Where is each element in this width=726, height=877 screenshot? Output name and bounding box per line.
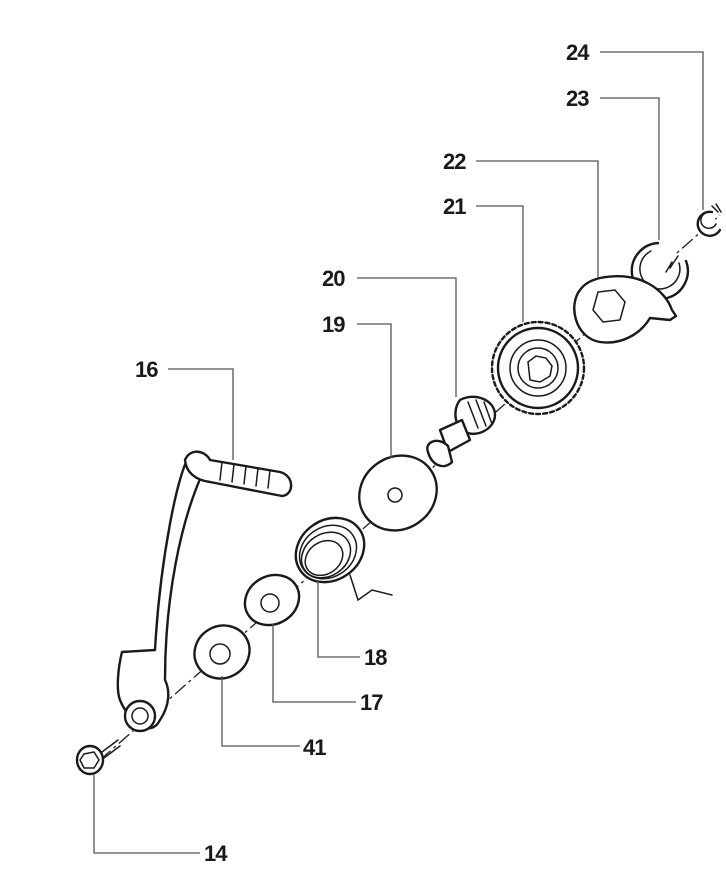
leader-22 [476,160,599,278]
leader-23 [600,97,660,240]
leader-18 [317,580,360,658]
callout-20: 20 [322,266,345,291]
part-41-oil-seal[interactable] [185,615,259,688]
leader-19 [357,323,392,458]
callout-22: 22 [443,149,466,174]
part-24-circlip[interactable] [696,203,722,237]
leader-17 [272,624,356,703]
leader-21 [476,205,524,322]
part-16-kick-lever[interactable] [116,450,293,733]
callout-19: 19 [322,312,345,337]
part-21-kick-gear[interactable] [490,320,586,416]
leader-41 [221,676,300,747]
callout-14: 14 [204,841,228,866]
callout-23: 23 [566,86,589,111]
part-14-bolt[interactable] [75,739,121,776]
callout-16: 16 [135,357,158,382]
part-18-return-spring[interactable] [283,505,393,602]
leader-16 [168,368,234,460]
callout-41: 41 [303,735,326,760]
leader-14 [93,775,200,854]
callout-17: 17 [360,690,383,715]
leader-20 [357,277,457,397]
part-19-washer[interactable] [345,441,452,546]
callout-18: 18 [364,645,387,670]
part-22-ratchet-plate[interactable] [573,275,678,344]
part-20-kick-shaft[interactable] [426,395,497,468]
callout-21: 21 [443,194,466,219]
callout-24: 24 [566,40,590,65]
leader-24 [600,51,704,210]
part-17-spring-guide[interactable] [236,565,308,635]
